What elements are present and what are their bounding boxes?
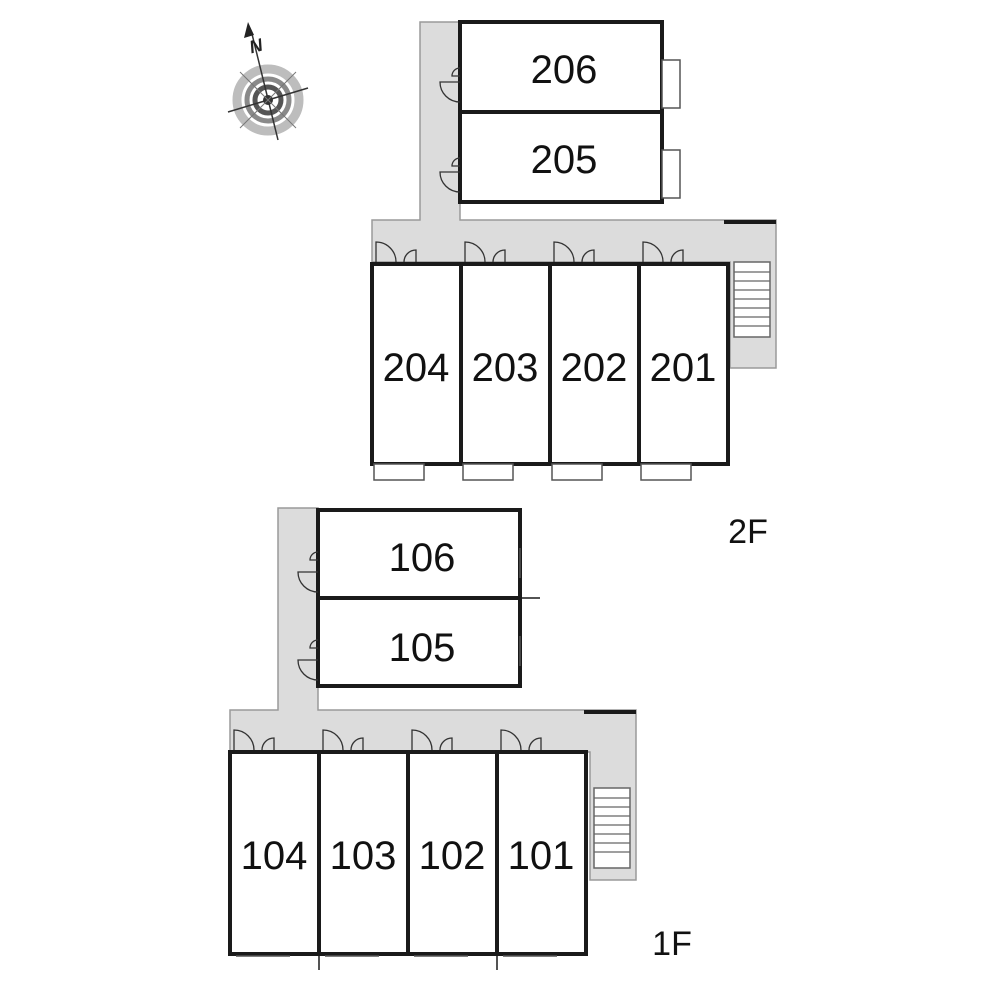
compass-rose-icon: N [227, 22, 309, 141]
stair-treads-2f [734, 271, 770, 327]
unit-103[interactable] [317, 750, 410, 956]
unit-105-label: 105 [389, 626, 456, 670]
door-104 [233, 729, 275, 751]
windows-1f-row [236, 954, 557, 970]
unit-105[interactable] [316, 596, 522, 688]
window-202 [551, 463, 603, 481]
unit-206-label: 206 [531, 48, 598, 92]
door-205 [439, 157, 461, 193]
unit-104[interactable] [228, 750, 321, 956]
unit-201[interactable] [637, 262, 730, 466]
window-206 [661, 59, 681, 109]
door-206 [439, 67, 461, 103]
window-201 [640, 463, 692, 481]
unit-102[interactable] [406, 750, 499, 956]
door-201 [642, 241, 684, 263]
stair-treads-1f [594, 797, 630, 853]
unit-205-label: 205 [531, 138, 598, 182]
unit-104-label: 104 [241, 834, 308, 878]
window-205 [661, 149, 681, 199]
unit-101[interactable] [495, 750, 588, 956]
unit-201-label: 201 [650, 346, 717, 390]
unit-203-label: 203 [472, 346, 539, 390]
floor-1f: 106 105 104 [228, 507, 692, 970]
door-103 [322, 729, 364, 751]
door-105 [297, 639, 319, 681]
unit-106[interactable] [316, 508, 522, 600]
window-203 [462, 463, 514, 481]
unit-102-label: 102 [419, 834, 486, 878]
unit-103-label: 103 [330, 834, 397, 878]
unit-101-label: 101 [508, 834, 575, 878]
door-202 [553, 241, 595, 263]
door-101 [500, 729, 542, 751]
floor-1f-label: 1F [652, 925, 692, 963]
floor-2f-label: 2F [728, 513, 768, 551]
door-204 [375, 241, 417, 263]
door-102 [411, 729, 453, 751]
floor-2f: 206 205 204 203 202 201 2F [370, 20, 777, 551]
unit-204-label: 204 [383, 346, 450, 390]
unit-106-label: 106 [389, 536, 456, 580]
door-106 [297, 551, 319, 593]
door-203 [464, 241, 506, 263]
unit-202-label: 202 [561, 346, 628, 390]
staircase-1f [593, 787, 631, 869]
compass-north-letter: N [247, 34, 266, 57]
window-204 [373, 463, 425, 481]
